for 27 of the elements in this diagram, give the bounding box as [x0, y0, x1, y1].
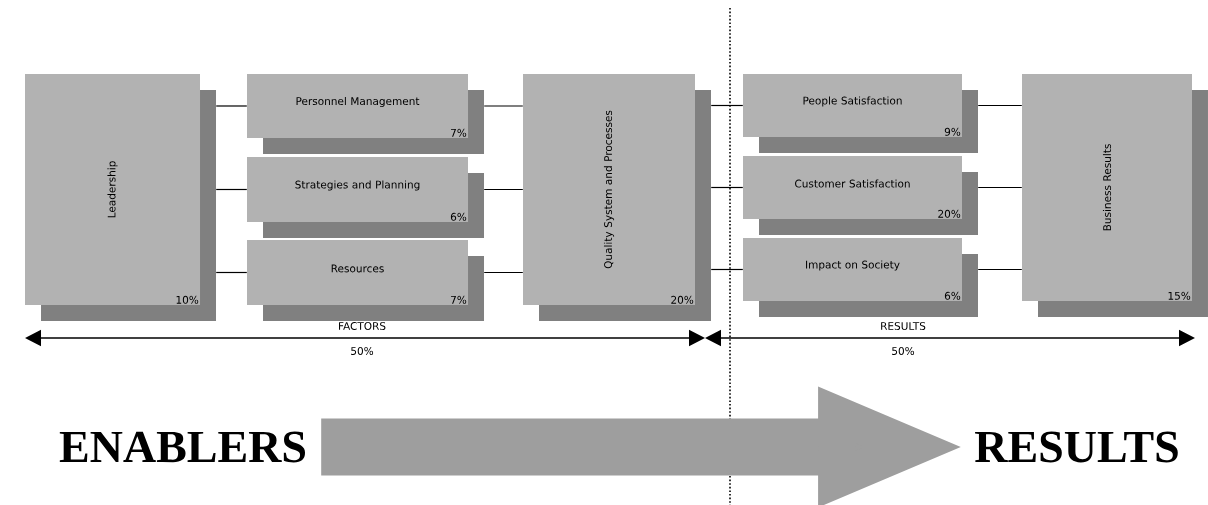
dimension-label: FACTORS	[339, 322, 386, 330]
connector-line	[710, 268, 744, 271]
connector-line	[215, 188, 248, 191]
connector-line	[977, 104, 1023, 107]
connector-line	[483, 188, 524, 191]
percent-label: 7%	[451, 128, 467, 137]
dimension-label: 50%	[892, 347, 915, 355]
percent-label: 9%	[944, 127, 961, 136]
percent-label: 6%	[450, 212, 467, 221]
percent-label: 6%	[944, 291, 961, 300]
dimension-label: RESULTS	[881, 322, 926, 330]
heading: ENABLERS	[59, 431, 305, 463]
connector-line	[215, 105, 248, 107]
connector-line	[483, 271, 524, 274]
percent-label: 20%	[671, 295, 694, 304]
connector-line	[977, 186, 1023, 189]
connector-line	[215, 271, 248, 274]
percent-label: 7%	[451, 295, 467, 304]
connector-line	[710, 186, 744, 189]
dimension-label: 50%	[351, 347, 374, 355]
connector-line	[483, 105, 524, 107]
connector-line	[977, 268, 1023, 271]
percent-label: 15%	[1168, 291, 1191, 300]
percent-label: 10%	[176, 295, 199, 304]
connector-line	[710, 104, 744, 107]
heading: RESULTS	[975, 431, 1178, 463]
percent-label: 20%	[938, 209, 961, 218]
